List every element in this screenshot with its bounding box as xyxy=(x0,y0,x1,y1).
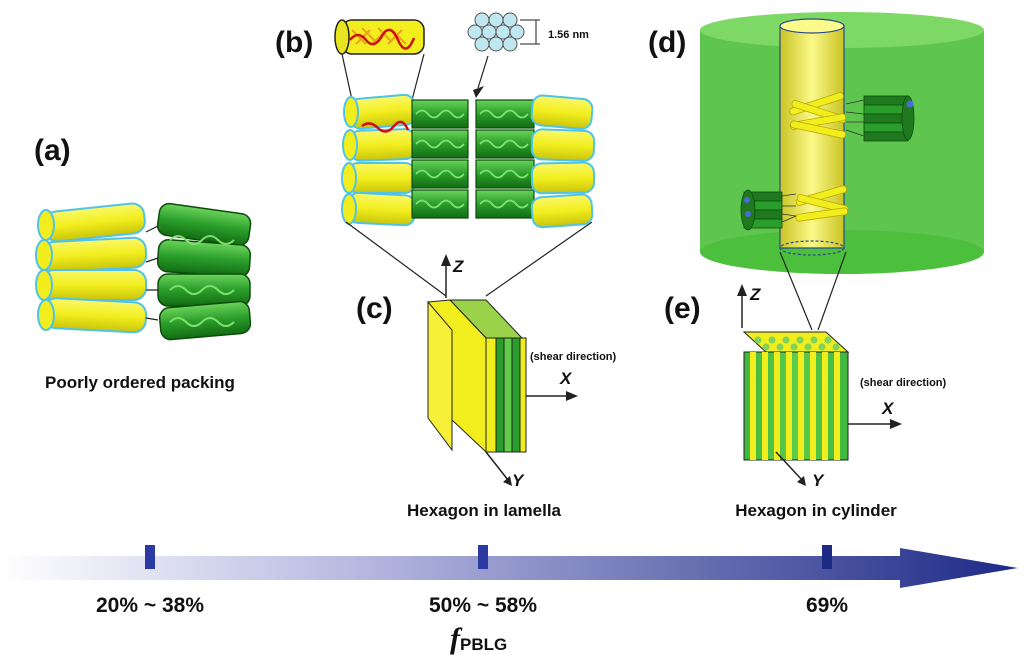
axis-tick-label-3: 69% xyxy=(806,594,848,617)
panel-e-label: (e) xyxy=(664,292,701,325)
panel-e-axis-y: Y xyxy=(812,471,825,490)
panel-c-caption: Hexagon in lamella xyxy=(407,501,562,520)
panel-d-label: (d) xyxy=(648,26,686,59)
panel-c-axis-y: Y xyxy=(512,471,525,490)
panel-a-green-rods xyxy=(156,202,252,341)
panel-e-axis-z: Z xyxy=(749,285,761,304)
composition-axis: 20% ~ 38% 50% ~ 58% 69% fPBLG xyxy=(0,545,1018,655)
panel-c: (c) Z X (shear direction) Y Hexagon in l… xyxy=(356,254,617,520)
axis-tick-1 xyxy=(145,545,155,569)
axis-tick-label-2: 50% ~ 58% xyxy=(429,594,537,617)
panel-d-rod-cluster-lower xyxy=(740,185,849,231)
panel-c-shear-label: (shear direction) xyxy=(530,351,617,363)
axis-quantity-label: fPBLG xyxy=(450,622,507,655)
panel-a-yellow-rods xyxy=(35,202,148,334)
panel-b-spacing-label: 1.56 nm xyxy=(548,29,589,41)
panel-d: (d) xyxy=(648,12,984,331)
axis-quantity-symbol: f xyxy=(450,622,463,655)
panel-c-axis-x: X xyxy=(559,369,573,388)
composition-axis-arrow xyxy=(0,548,1018,588)
panel-b-label: (b) xyxy=(275,26,313,59)
panel-e-cylinder-block xyxy=(742,331,850,461)
panel-e-shear-label: (shear direction) xyxy=(860,377,947,389)
panel-c-label: (c) xyxy=(356,292,393,325)
panel-e-axis-x: X xyxy=(881,399,895,418)
axis-tick-label-1: 20% ~ 38% xyxy=(96,594,204,617)
panel-a-caption: Poorly ordered packing xyxy=(45,373,235,392)
panel-d-rod-cluster-upper xyxy=(789,92,915,142)
panel-e-caption: Hexagon in cylinder xyxy=(735,501,897,520)
axis-tick-2 xyxy=(478,545,488,569)
panel-b-yellow-rods-left xyxy=(341,93,417,227)
panel-a: (a) Poorly ordered packing xyxy=(34,134,252,392)
panel-b-yellow-rods-right xyxy=(530,94,596,229)
panel-e: (e) Z X xyxy=(664,284,947,520)
panel-b-green-rods xyxy=(411,99,535,219)
panel-c-axis-z: Z xyxy=(452,257,464,276)
panel-a-label: (a) xyxy=(34,134,71,167)
panel-b-chain-inset xyxy=(334,19,425,101)
panel-b: (b) 1.56 nm xyxy=(275,12,596,297)
panel-c-lamella-box xyxy=(427,299,527,454)
axis-tick-3 xyxy=(822,545,832,569)
axis-quantity-subscript: PBLG xyxy=(460,635,507,654)
panel-b-hexagon-inset: 1.56 nm xyxy=(467,12,589,98)
